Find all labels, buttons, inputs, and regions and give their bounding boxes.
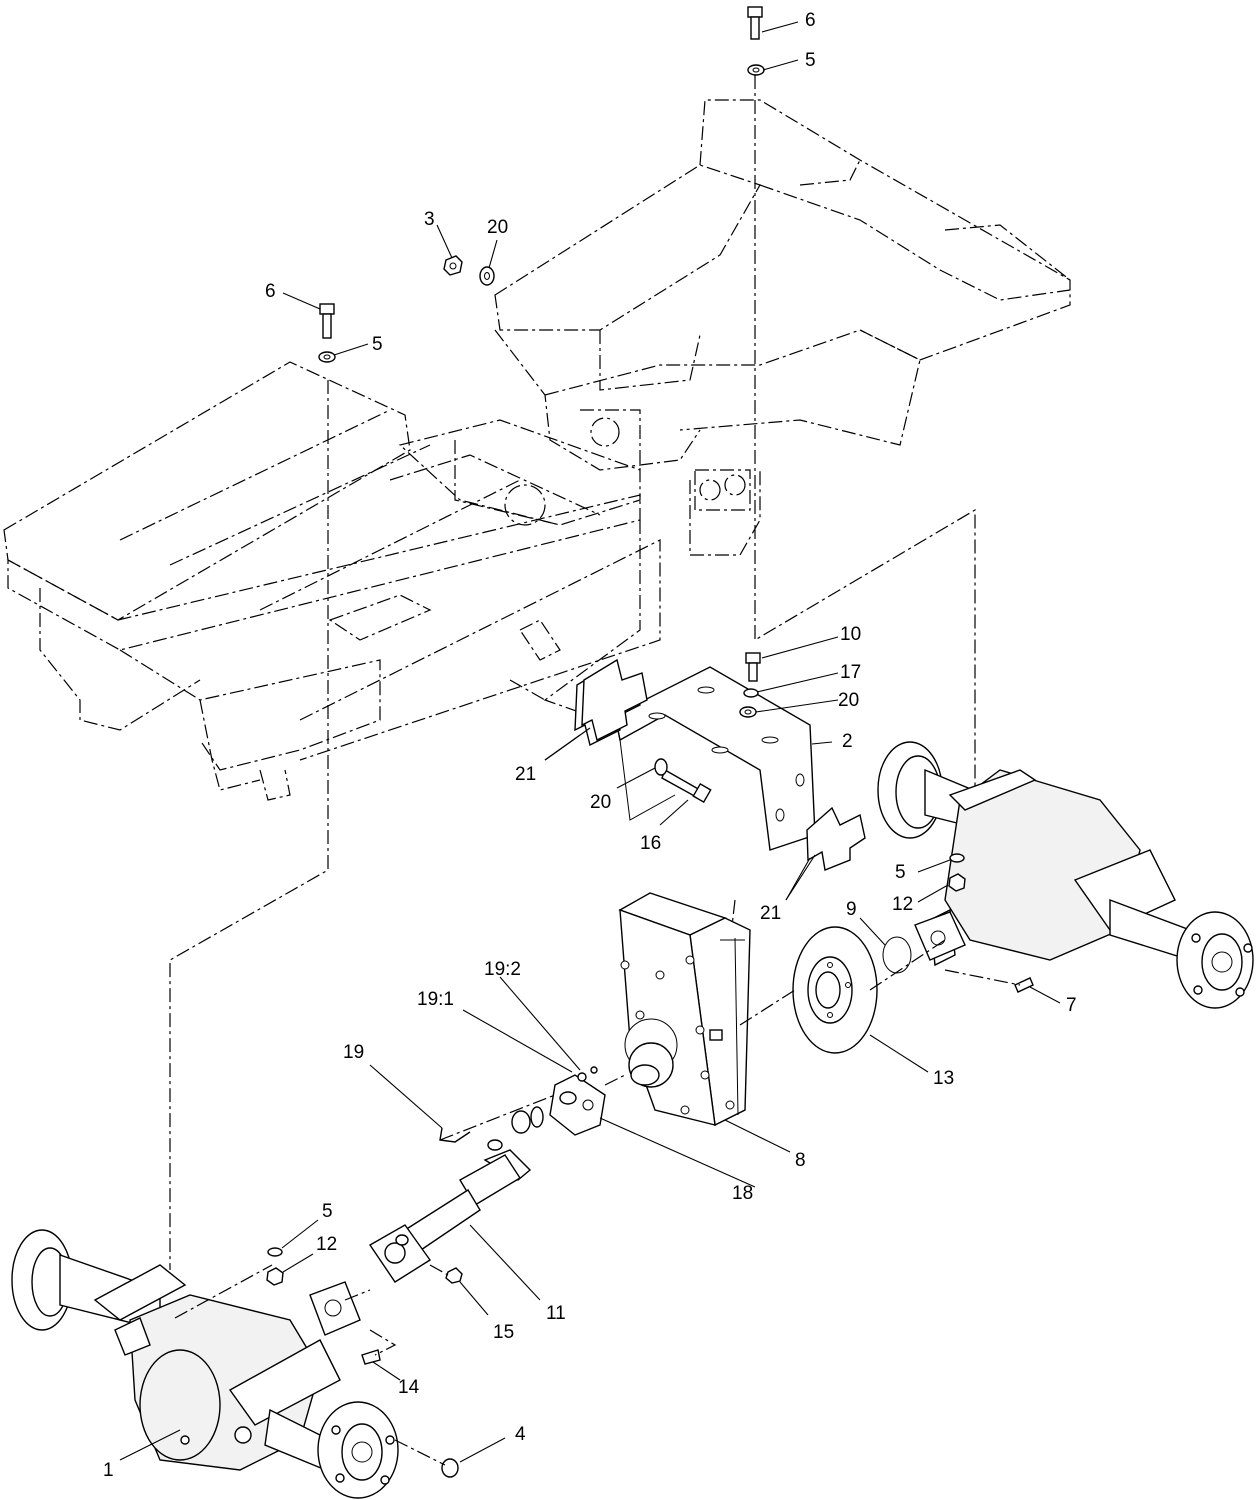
nut-driveshaft bbox=[511, 1110, 531, 1134]
shim-21-left bbox=[574, 658, 648, 747]
axle-assembly-right bbox=[877, 741, 1254, 1009]
callout-5-top: 5 bbox=[805, 50, 816, 71]
bolt-6-left bbox=[319, 303, 335, 339]
washer-20-side bbox=[654, 758, 668, 776]
gearbox-8 bbox=[618, 892, 751, 1127]
callout-9: 9 bbox=[846, 899, 857, 920]
nut-3 bbox=[443, 255, 463, 276]
callout-18: 18 bbox=[732, 1183, 753, 1204]
callout-3: 3 bbox=[424, 209, 435, 230]
callout-5-left: 5 bbox=[372, 334, 383, 355]
callout-2: 2 bbox=[842, 731, 853, 752]
nut-12-right bbox=[948, 873, 966, 892]
callout-14: 14 bbox=[398, 1377, 420, 1398]
callouts: 6 5 6 5 3 20 10 17 20 2 21 20 16 21 5 12… bbox=[103, 10, 1077, 1481]
callout-19: 19 bbox=[343, 1042, 364, 1063]
callout-12-right: 12 bbox=[892, 894, 913, 915]
callout-13: 13 bbox=[933, 1068, 954, 1089]
washer-5-left-axle bbox=[267, 1247, 283, 1257]
nut-15 bbox=[445, 1267, 463, 1284]
ujoint-yoke-18 bbox=[549, 1066, 606, 1136]
coupler-disc-13 bbox=[792, 926, 878, 1054]
screw-7 bbox=[1014, 977, 1034, 993]
callout-15: 15 bbox=[493, 1322, 514, 1343]
callout-21-right: 21 bbox=[760, 903, 781, 924]
callout-16: 16 bbox=[640, 833, 661, 854]
washer-5-right bbox=[949, 853, 965, 863]
callout-6-top: 6 bbox=[805, 10, 816, 31]
callout-20-bracket: 20 bbox=[838, 690, 859, 711]
callout-6-left: 6 bbox=[265, 281, 276, 302]
callout-4: 4 bbox=[515, 1424, 526, 1445]
washer-driveshaft bbox=[530, 1106, 544, 1128]
leader-lines bbox=[119, 21, 1061, 1463]
callout-11: 11 bbox=[546, 1303, 566, 1324]
callout-19-2: 19:2 bbox=[484, 959, 521, 980]
shim-21-right bbox=[806, 806, 866, 871]
callout-5-right: 5 bbox=[895, 862, 906, 883]
cap-4 bbox=[441, 1458, 459, 1478]
bolt-10 bbox=[745, 652, 761, 682]
key-19 bbox=[439, 1127, 471, 1143]
screw-14 bbox=[361, 1349, 381, 1365]
callout-1: 1 bbox=[103, 1460, 114, 1481]
callout-7: 7 bbox=[1066, 995, 1077, 1016]
callout-19-1: 19:1 bbox=[417, 989, 454, 1010]
callout-10: 10 bbox=[840, 624, 861, 645]
callout-21-left: 21 bbox=[515, 764, 536, 785]
callout-8: 8 bbox=[795, 1150, 806, 1171]
callout-20-side: 20 bbox=[590, 792, 611, 813]
callout-20-top: 20 bbox=[487, 217, 508, 238]
frame-phantom bbox=[3, 75, 1071, 1270]
nut-12-left bbox=[266, 1267, 284, 1286]
callout-12-left: 12 bbox=[316, 1234, 337, 1255]
bolt-16 bbox=[661, 768, 712, 804]
callout-5-left-axle: 5 bbox=[322, 1201, 333, 1222]
callout-17: 17 bbox=[840, 662, 861, 683]
axle-assembly-left bbox=[11, 1229, 399, 1499]
lockwasher-17 bbox=[743, 688, 759, 698]
oring-9 bbox=[882, 936, 912, 974]
driveshaft-11 bbox=[368, 1139, 532, 1283]
bolt-6-top bbox=[747, 6, 763, 40]
explode-lines bbox=[174, 679, 1021, 1466]
mount-bracket-2 bbox=[614, 666, 816, 851]
